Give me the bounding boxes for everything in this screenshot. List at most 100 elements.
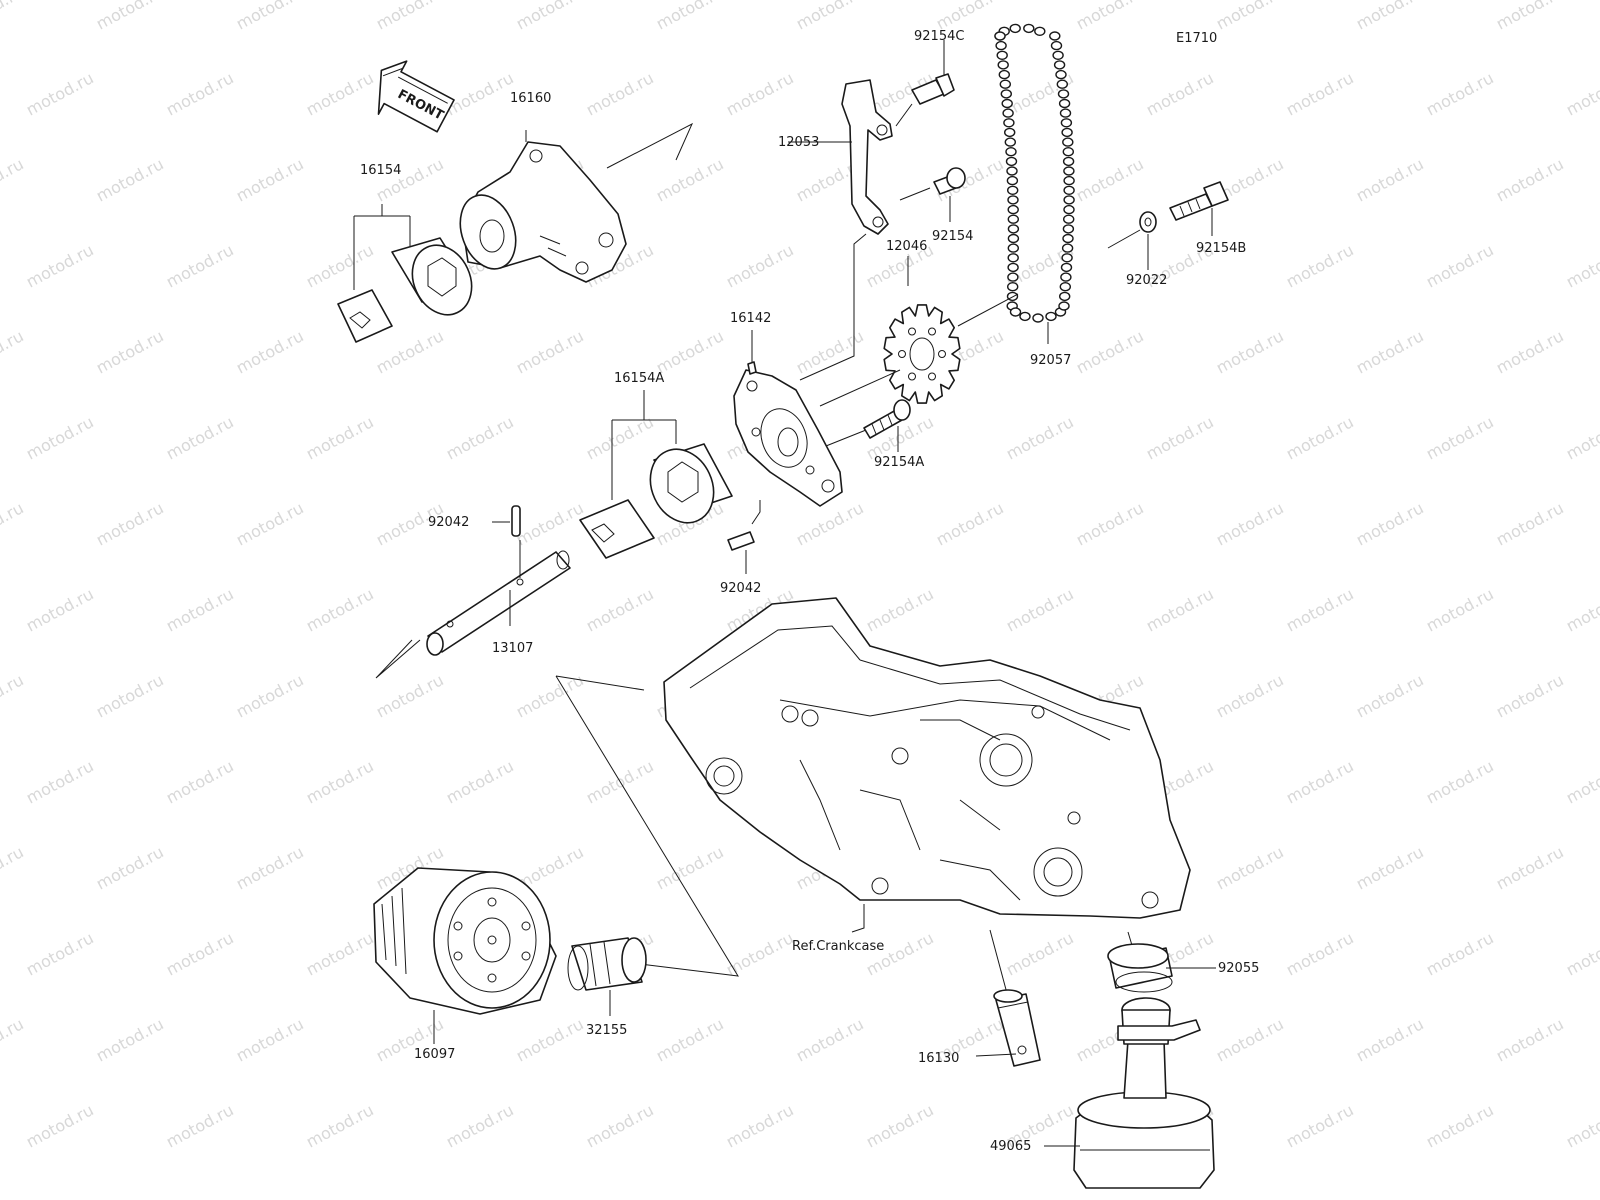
watermark-text: motod.ru — [513, 670, 587, 721]
filter-pipe-32155 — [567, 937, 647, 991]
chain-link — [1055, 69, 1067, 80]
watermark-text: motod.ru — [93, 0, 167, 34]
callout-49065: 49065 — [990, 1139, 1031, 1154]
chain-link — [1007, 224, 1020, 234]
chain-link — [1009, 307, 1022, 317]
chain-link — [1058, 301, 1070, 311]
pump-shaft-13107 — [426, 550, 571, 656]
washer-92022 — [1139, 211, 1157, 233]
chain-link — [1062, 156, 1075, 167]
watermark-text: motod.ru — [1563, 584, 1600, 635]
watermark-text: motod.ru — [1423, 412, 1497, 463]
filter-axis-lines — [555, 675, 739, 977]
chain-link — [1057, 89, 1070, 99]
chain-link — [1058, 291, 1071, 302]
watermark-text: motod.ru — [1283, 68, 1357, 119]
chain-link — [1056, 79, 1069, 89]
watermark-text: motod.ru — [23, 756, 97, 807]
watermark-text: motod.ru — [1283, 240, 1357, 291]
watermark-text: motod.ru — [23, 928, 97, 979]
inner-rotor-16154 — [337, 289, 393, 343]
chain-link — [1004, 127, 1016, 138]
leader-92154C — [895, 40, 945, 127]
chain-link — [1060, 262, 1073, 273]
chain-link — [1061, 253, 1073, 263]
watermark-text: motod.ru — [443, 756, 517, 807]
sprocket-hole — [908, 327, 916, 336]
chain-link — [995, 40, 1007, 51]
watermark-text: motod.ru — [0, 326, 27, 377]
watermark-text: motod.ru — [233, 670, 307, 721]
watermark-text: motod.ru — [1563, 928, 1600, 979]
chain-link — [1007, 195, 1019, 205]
callout-92042-right: 92042 — [720, 581, 761, 596]
callout-92057: 92057 — [1030, 353, 1071, 368]
callout-13107: 13107 — [492, 641, 533, 656]
watermark-text: motod.ru — [1283, 756, 1357, 807]
watermark-text: motod.ru — [793, 498, 867, 549]
watermark-text: motod.ru — [1423, 584, 1497, 635]
chain-link — [998, 69, 1010, 80]
watermark-text: motod.ru — [1353, 154, 1427, 205]
watermark-text: motod.ru — [1003, 412, 1077, 463]
watermark-text: motod.ru — [1143, 584, 1217, 635]
watermark-text: motod.ru — [1213, 842, 1287, 893]
leader-92154A — [825, 426, 899, 452]
watermark-text: motod.ru — [1423, 756, 1497, 807]
chain-link — [997, 60, 1009, 70]
watermark-text: motod.ru — [1213, 670, 1287, 721]
watermark-text: motod.ru — [93, 1014, 167, 1065]
watermark-text: motod.ru — [23, 68, 97, 119]
crankcase-reference — [663, 597, 1191, 919]
watermark-text: motod.ru — [233, 498, 307, 549]
callout-12046: 12046 — [886, 239, 927, 254]
watermark-text: motod.ru — [93, 154, 167, 205]
sprocket-hole — [928, 372, 936, 381]
watermark-text: motod.ru — [1563, 756, 1600, 807]
watermark-text: motod.ru — [723, 1100, 797, 1151]
watermark-text: motod.ru — [1563, 68, 1600, 119]
chain-link — [1007, 243, 1019, 253]
chain-link — [1063, 166, 1075, 176]
chain-link — [996, 50, 1008, 60]
oil-pressure-switch-16130 — [993, 989, 1041, 1067]
watermark-text: motod.ru — [373, 670, 447, 721]
watermark-text: motod.ru — [723, 68, 797, 119]
chain-link — [1007, 185, 1019, 196]
chain-link — [1007, 253, 1019, 263]
chain-link — [1058, 98, 1071, 109]
chain-link — [1023, 23, 1035, 34]
watermark-text: motod.ru — [0, 842, 27, 893]
chain-link — [1050, 40, 1063, 51]
watermark-text: motod.ru — [583, 68, 657, 119]
watermark-text: motod.ru — [1493, 326, 1567, 377]
chain-link — [1063, 204, 1075, 215]
callout-16097: 16097 — [414, 1047, 455, 1062]
watermark-text: motod.ru — [793, 326, 867, 377]
watermark-text: motod.ru — [303, 68, 377, 119]
watermark-text: motod.ru — [163, 240, 237, 291]
watermark-text: motod.ru — [1423, 928, 1497, 979]
watermark-text: motod.ru — [373, 154, 447, 205]
pump-cover-16142 — [733, 361, 843, 507]
watermark-text: motod.ru — [513, 498, 587, 549]
watermark-text: motod.ru — [373, 326, 447, 377]
dowel-pin-92042-left — [511, 505, 521, 537]
watermark-text: motod.ru — [513, 0, 587, 34]
watermark-text: motod.ru — [23, 1100, 97, 1151]
watermark-text: motod.ru — [1353, 326, 1427, 377]
watermark-text: motod.ru — [163, 1100, 237, 1151]
watermark-text: motod.ru — [653, 1014, 727, 1065]
watermark-text: motod.ru — [1353, 498, 1427, 549]
chain-link — [1045, 311, 1057, 322]
chain-link — [1063, 175, 1075, 186]
leader-ref-crankcase — [851, 904, 865, 933]
watermark-text: motod.ru — [1423, 240, 1497, 291]
watermark-text: motod.ru — [303, 584, 377, 635]
watermark-text: motod.ru — [93, 326, 167, 377]
callout-16130: 16130 — [918, 1051, 959, 1066]
watermark-text: motod.ru — [1213, 326, 1287, 377]
watermark-text: motod.ru — [653, 842, 727, 893]
dowel-pin-92042-right — [727, 531, 755, 551]
